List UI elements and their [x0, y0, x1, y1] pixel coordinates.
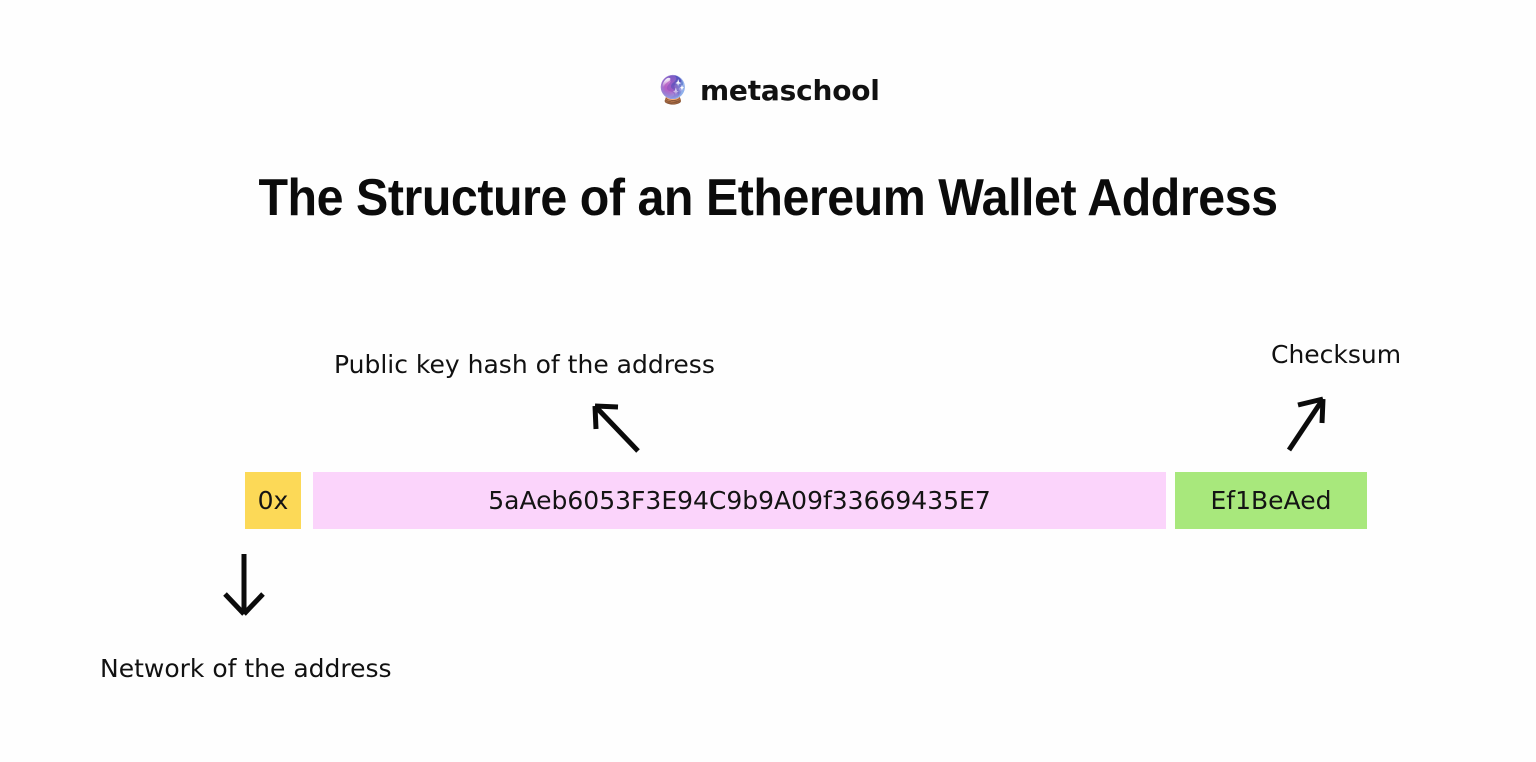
brand-logo: 🔮 metaschool — [0, 74, 1536, 107]
arrow-to-hash-label-icon — [592, 403, 640, 453]
annotation-label-public-key-hash: Public key hash of the address — [334, 350, 715, 379]
address-segment-prefix: 0x — [245, 472, 301, 529]
brand-name: metaschool — [699, 74, 880, 107]
arrow-to-network-label-icon — [223, 554, 265, 616]
annotation-label-checksum: Checksum — [1271, 340, 1402, 369]
address-segment-public-key-hash: 5aAeb6053F3E94C9b9A09f33669435E7 — [313, 472, 1166, 529]
page-title: The Structure of an Ethereum Wallet Addr… — [258, 169, 1278, 227]
arrow-to-checksum-label-icon — [1286, 396, 1326, 452]
crystal-ball-icon: 🔮 — [656, 75, 690, 106]
annotation-label-network: Network of the address — [100, 654, 392, 683]
address-segment-checksum: Ef1BeAed — [1175, 472, 1367, 529]
